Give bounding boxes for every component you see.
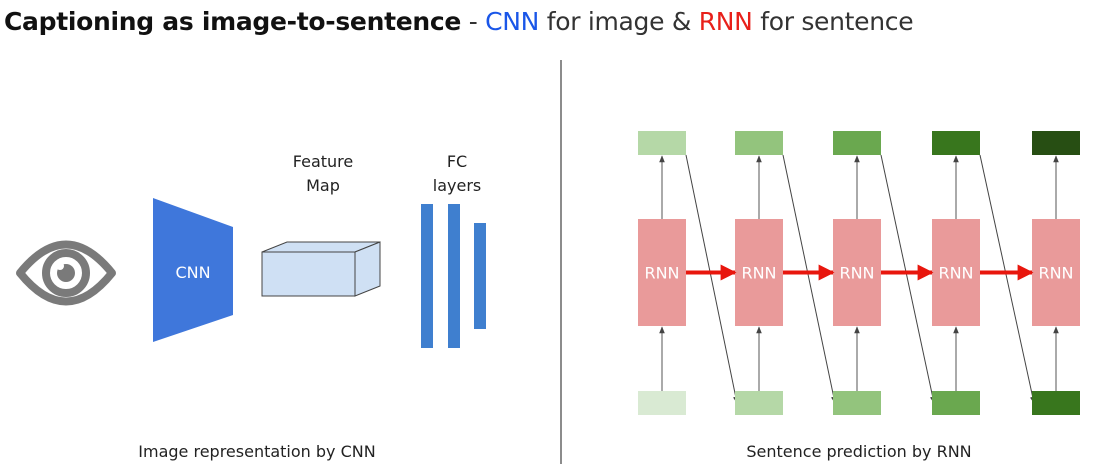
right-panel-caption: Sentence prediction by RNN — [746, 442, 971, 461]
cnn-block — [153, 198, 233, 342]
title-rnn: RNN — [698, 7, 753, 36]
output-token-4 — [932, 131, 980, 155]
title-main: Captioning as image-to-sentence — [4, 7, 462, 36]
output-token-3 — [833, 131, 881, 155]
input-token-2 — [735, 391, 783, 415]
feedback-arrow-2 — [782, 154, 837, 404]
feature-map-box — [261, 241, 381, 297]
fc-layer-2 — [448, 204, 460, 348]
feedback-arrow-1 — [685, 154, 739, 404]
page-title: Captioning as image-to-sentence - CNN fo… — [4, 5, 914, 39]
output-token-5 — [1032, 131, 1080, 155]
title-for-image: for image & — [539, 7, 699, 36]
title-cnn: CNN — [485, 7, 540, 36]
left-panel-caption: Image representation by CNN — [138, 442, 375, 461]
output-token-2 — [735, 131, 783, 155]
rnn-cell-3 — [833, 219, 881, 326]
input-token-1 — [638, 391, 686, 415]
fc-label-line1: FC — [447, 152, 467, 171]
rnn-cell-1 — [638, 219, 686, 326]
fc-layer-1 — [421, 204, 433, 348]
cnn-block-label: CNN — [175, 263, 210, 282]
fc-layer-3 — [474, 223, 486, 329]
rnn-cell-label-5: RNN — [1038, 264, 1073, 283]
rnn-cell-label-4: RNN — [938, 264, 973, 283]
rnn-cell-5 — [1032, 219, 1080, 326]
rnn-unrolled: RNN RNN RNN RNN RNN — [638, 131, 1080, 415]
input-token-5 — [1032, 391, 1080, 415]
rnn-cell-2 — [735, 219, 783, 326]
rnn-cell-label-1: RNN — [644, 264, 679, 283]
input-token-4 — [932, 391, 980, 415]
feedback-arrow-3 — [880, 154, 936, 404]
output-token-1 — [638, 131, 686, 155]
rnn-cell-4 — [932, 219, 980, 326]
rnn-cell-label-2: RNN — [741, 264, 776, 283]
rnn-cell-label-3: RNN — [839, 264, 874, 283]
feature-map-label-line2: Map — [306, 176, 340, 195]
feature-map-label-line1: Feature — [293, 152, 353, 171]
eye-icon — [16, 240, 116, 306]
title-separator: - — [461, 7, 486, 36]
title-for-sentence: for sentence — [752, 7, 914, 36]
feedback-arrow-4 — [979, 154, 1036, 404]
fc-label-line2: layers — [433, 176, 481, 195]
input-token-3 — [833, 391, 881, 415]
